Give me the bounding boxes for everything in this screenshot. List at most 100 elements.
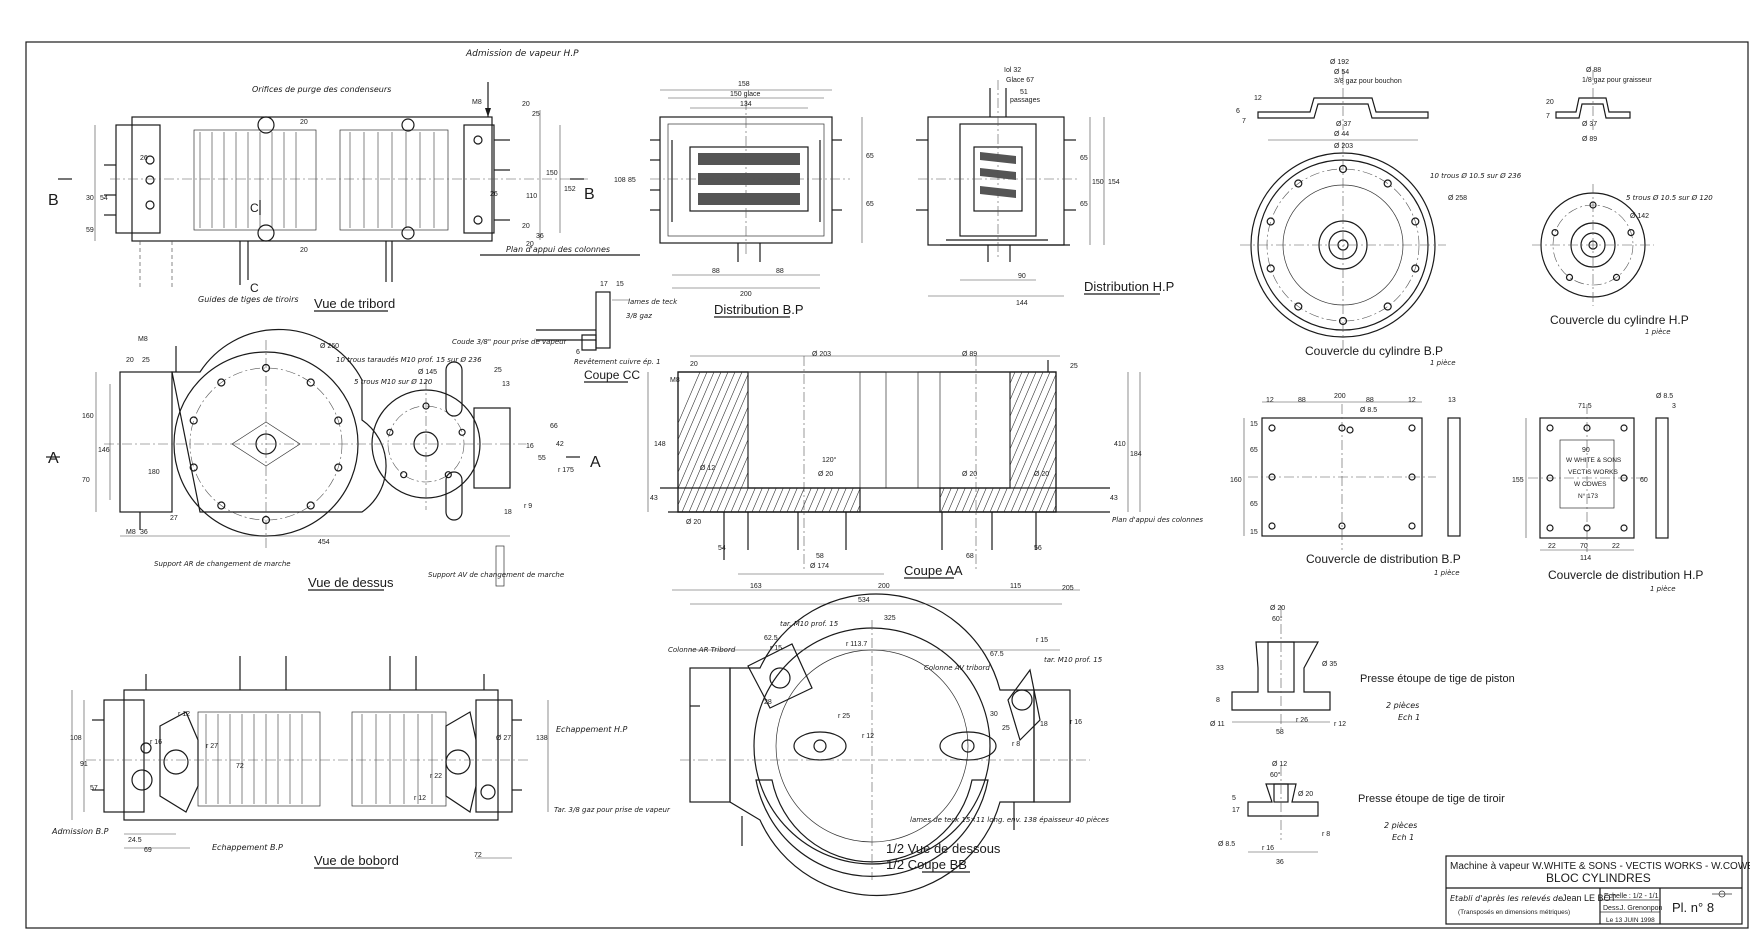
svg-text:454: 454 bbox=[318, 539, 330, 546]
svg-text:180: 180 bbox=[148, 469, 160, 476]
couvercle-dist-hp-title: Couvercle de distribution H.P bbox=[1548, 568, 1703, 582]
svg-text:88: 88 bbox=[776, 268, 784, 275]
hatch-line bbox=[849, 372, 911, 512]
bolt-hole bbox=[1338, 316, 1348, 326]
presse-piston-title: Presse étoupe de tige de piston bbox=[1360, 673, 1515, 685]
hatch-line bbox=[688, 372, 750, 512]
bolt-hole bbox=[1627, 229, 1635, 237]
couvercle-cyl-hp-title: Couvercle du cylindre H.P bbox=[1550, 313, 1689, 327]
bobord-dimensions: r 12 r 27 72 r 22 r 12 Ø 27 108 138 91 5… bbox=[70, 711, 548, 859]
svg-text:22: 22 bbox=[1548, 543, 1556, 550]
title-block bbox=[1445, 855, 1743, 925]
svg-text:20: 20 bbox=[690, 361, 698, 368]
hatch-line bbox=[1102, 372, 1162, 512]
bolt-hole bbox=[1268, 424, 1276, 432]
svg-text:90: 90 bbox=[1582, 447, 1590, 454]
svg-text:M8: M8 bbox=[472, 99, 482, 106]
svg-text:r 25: r 25 bbox=[838, 713, 850, 720]
svg-text:36: 36 bbox=[140, 529, 148, 536]
svg-text:534: 534 bbox=[858, 597, 870, 604]
svg-text:Ø 145: Ø 145 bbox=[418, 369, 437, 376]
svg-text:5: 5 bbox=[1232, 795, 1236, 802]
bolt-hole bbox=[1268, 473, 1276, 481]
dessus-section-a-left: A bbox=[48, 450, 59, 467]
svg-text:150: 150 bbox=[546, 170, 558, 177]
title-dess-label: Dess. bbox=[1603, 905, 1621, 912]
hatch-line bbox=[678, 372, 708, 512]
svg-text:13: 13 bbox=[502, 381, 510, 388]
svg-text:43: 43 bbox=[1110, 495, 1118, 502]
couvercle-dist-hp-qty: 1 pièce bbox=[1650, 585, 1676, 593]
presse-piston-scale: Ech 1 bbox=[1398, 713, 1420, 722]
bolt-hole bbox=[422, 402, 430, 410]
bolt-hole bbox=[306, 378, 315, 387]
bolt-hole bbox=[217, 378, 226, 387]
svg-text:72: 72 bbox=[236, 763, 244, 770]
bolt-hole bbox=[261, 515, 271, 525]
svg-text:25: 25 bbox=[142, 357, 150, 364]
svg-text:18: 18 bbox=[1040, 721, 1048, 728]
couvercle-cyl-bp-qty: 1 pièce bbox=[1430, 359, 1456, 367]
svg-text:20: 20 bbox=[300, 119, 308, 126]
hatch-line bbox=[1060, 372, 1120, 512]
svg-text:Ø 203: Ø 203 bbox=[1334, 143, 1353, 150]
svg-text:Ø 8.5: Ø 8.5 bbox=[1218, 841, 1235, 848]
svg-text:Ø 260: Ø 260 bbox=[320, 343, 339, 350]
svg-text:154: 154 bbox=[1108, 179, 1120, 186]
hatch-line bbox=[1017, 372, 1056, 512]
svg-text:150: 150 bbox=[1092, 179, 1104, 186]
presse-tiroir-title: Presse étoupe de tige de tiroir bbox=[1358, 793, 1505, 805]
hatch-line bbox=[678, 372, 722, 512]
svg-text:r 12: r 12 bbox=[862, 733, 874, 740]
svg-text:Ø 258: Ø 258 bbox=[1448, 195, 1467, 202]
svg-text:M8: M8 bbox=[138, 336, 148, 343]
view-coupe-cc bbox=[536, 291, 630, 351]
svg-text:Ø 20: Ø 20 bbox=[1298, 791, 1313, 798]
svg-text:42: 42 bbox=[556, 441, 564, 448]
dessus-coude: Coude 3/8" pour prise de vapeur bbox=[452, 338, 568, 346]
bolt-hole bbox=[400, 471, 408, 479]
svg-text:54: 54 bbox=[718, 545, 726, 552]
view-dessous-bb bbox=[680, 593, 1090, 897]
svg-text:108: 108 bbox=[614, 177, 626, 184]
svg-text:72: 72 bbox=[474, 852, 482, 859]
bolt-hole bbox=[1589, 201, 1597, 209]
svg-text:70: 70 bbox=[82, 477, 90, 484]
hatch-line bbox=[863, 372, 925, 512]
svg-text:43: 43 bbox=[650, 495, 658, 502]
couvercle-cyl-hp-dimensions: Ø 88 1/8 gaz pour graisseur Ø 37 Ø 89 5 … bbox=[1546, 67, 1713, 220]
svg-text:36: 36 bbox=[1276, 859, 1284, 866]
svg-text:r 175: r 175 bbox=[558, 467, 574, 474]
hatch-line bbox=[1003, 372, 1056, 512]
svg-text:Ø 89: Ø 89 bbox=[1582, 136, 1597, 143]
svg-text:68: 68 bbox=[966, 553, 974, 560]
distribution-hp-title: Distribution H.P bbox=[1084, 279, 1174, 294]
svg-text:160: 160 bbox=[1230, 477, 1242, 484]
couvercle-cyl-bp-bolts bbox=[1266, 164, 1420, 326]
couvercle-dist-hp-nameplate: W WHITE & SONS VECTIS WORKS W COWES N° 1… bbox=[1566, 457, 1622, 500]
hatch-line bbox=[1010, 372, 1056, 512]
svg-text:26: 26 bbox=[490, 191, 498, 198]
svg-text:12: 12 bbox=[1266, 397, 1274, 404]
svg-text:17: 17 bbox=[600, 281, 608, 288]
view-couvercle-dist-bp bbox=[1243, 401, 1461, 550]
tribord-section-c-top: C bbox=[250, 201, 259, 215]
tribord-orifices-label: Orifices de purge des condenseurs bbox=[252, 85, 391, 94]
svg-text:12: 12 bbox=[1254, 95, 1262, 102]
svg-text:Glace 67: Glace 67 bbox=[1006, 77, 1034, 84]
svg-text:114: 114 bbox=[1580, 555, 1591, 562]
bolt-hole bbox=[1546, 524, 1554, 532]
svg-text:148: 148 bbox=[654, 441, 666, 448]
svg-text:r 12: r 12 bbox=[414, 795, 426, 802]
hatch-line bbox=[678, 372, 701, 512]
svg-text:r 15: r 15 bbox=[770, 645, 782, 652]
svg-text:Ø 20: Ø 20 bbox=[962, 471, 977, 478]
svg-text:134: 134 bbox=[740, 101, 752, 108]
svg-text:Ø 12: Ø 12 bbox=[1272, 761, 1287, 768]
bolt-hole bbox=[1294, 302, 1303, 311]
svg-text:91: 91 bbox=[80, 761, 88, 768]
hatch-line bbox=[835, 372, 897, 512]
dessus-trous2: 5 trous M10 sur Ø 120 bbox=[354, 378, 433, 386]
bolt-hole bbox=[1620, 424, 1628, 432]
